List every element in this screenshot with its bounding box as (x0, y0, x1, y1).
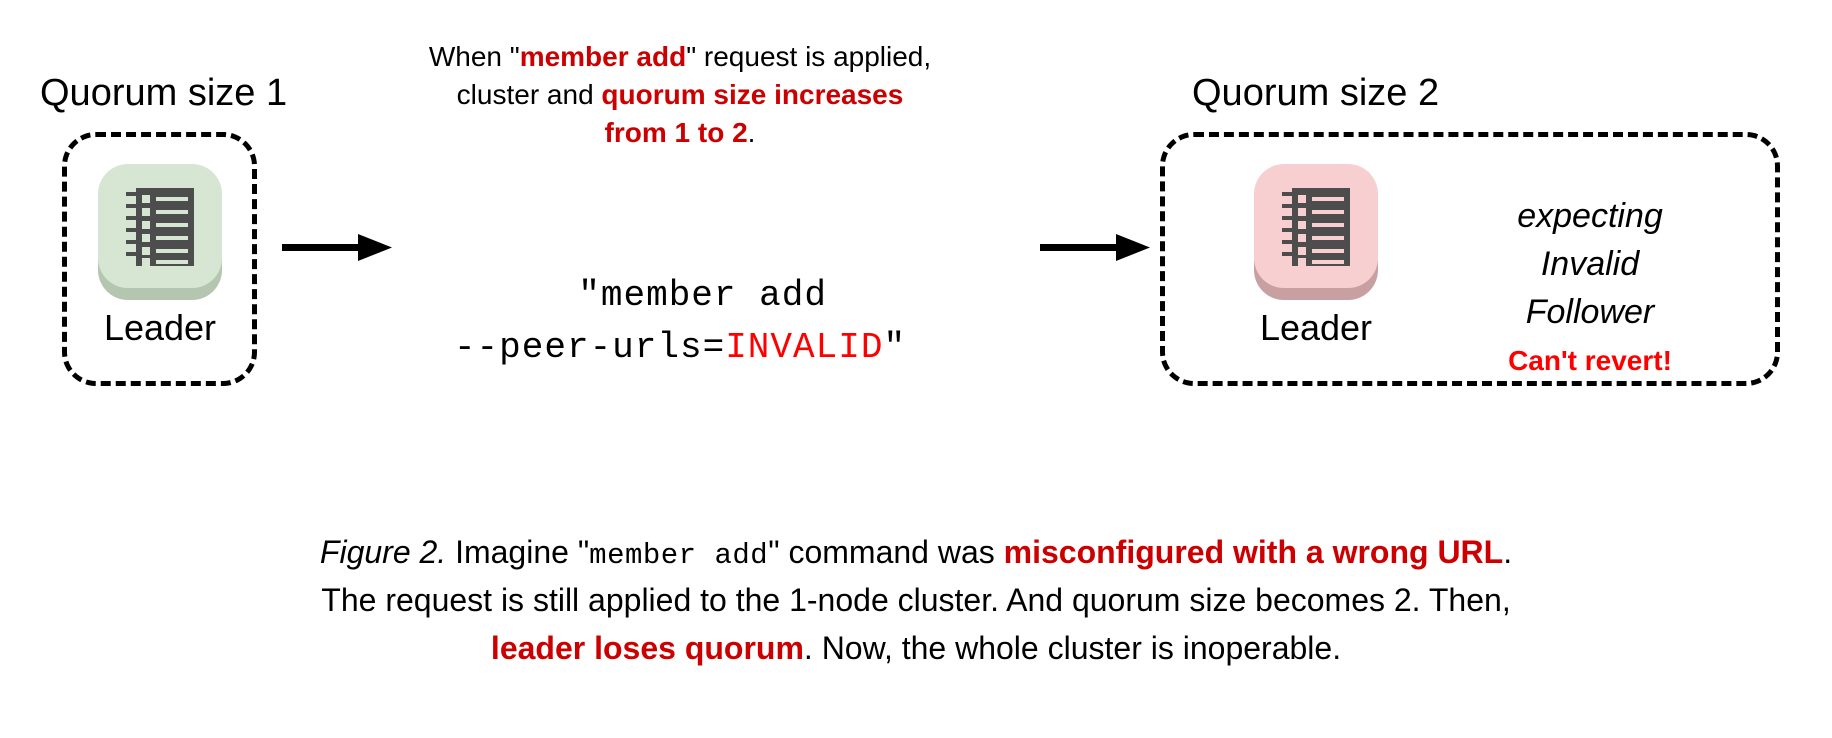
caption-seg-4: . Now, the whole cluster is inoperable. (803, 630, 1342, 666)
figure-label: Figure 2. (319, 534, 447, 570)
caption-strong-misconfigured: misconfigured with a wrong URL (1003, 534, 1504, 570)
expect-line-2: Invalid (1540, 245, 1640, 283)
command-line2-a: --peer-urls= (453, 327, 726, 368)
left-node-label: Leader (103, 307, 217, 348)
cant-revert-warning: Can't revert! (1508, 345, 1672, 376)
annotation-line2-a: cluster and (456, 79, 602, 110)
caption-seg-2: " command was (768, 534, 1004, 570)
expect-line-3: Follower (1525, 293, 1655, 331)
server-rack-glyph-2 (1282, 188, 1350, 266)
figure-caption-line2: The request is still applied to the 1-no… (0, 576, 1832, 624)
arrow-right-icon (282, 228, 394, 273)
right-cluster-heading: Quorum size 2 (1192, 72, 1440, 114)
command-invalid-url: INVALID (725, 327, 884, 368)
figure-caption-line3: leader loses quorum. Now, the whole clus… (0, 624, 1832, 672)
right-cluster-box (1160, 132, 1780, 386)
caption-line-2: The request is still applied to the 1-no… (321, 582, 1511, 618)
command-line2-c: " (883, 327, 907, 368)
right-node-label: Leader (1259, 307, 1373, 348)
figure-caption-line1: Figure 2. Imagine "member add" command w… (0, 528, 1832, 580)
top-annotation: When "member add" request is applied, cl… (390, 38, 970, 152)
annotation-quorum-increase: quorum size increases (601, 79, 904, 110)
left-cluster-box (62, 132, 257, 386)
server-rack-icon-2 (1250, 160, 1382, 306)
arrow-right-icon-2 (1040, 228, 1152, 273)
caption-mono-member-add: member add (589, 539, 769, 572)
annotation-line1-a: When " (428, 41, 520, 72)
expecting-text: expecting Invalid Follower (1440, 192, 1740, 336)
caption-seg-1: Imagine " (446, 534, 590, 570)
annotation-line3-c: . (747, 117, 756, 148)
caption-seg-3: . (1503, 534, 1513, 570)
left-cluster-heading: Quorum size 1 (40, 72, 288, 114)
annotation-member-add: member add (519, 41, 687, 72)
server-rack-glyph (126, 188, 194, 266)
server-rack-icon (94, 160, 226, 306)
command-text: "member add --peer-urls=INVALID" (420, 218, 940, 374)
right-node: Leader (1250, 160, 1382, 348)
left-node: Leader (94, 160, 226, 348)
annotation-from-1-to-2: from 1 to 2 (604, 117, 748, 148)
expect-line-1: expecting (1517, 197, 1663, 235)
command-line1: "member add (578, 275, 827, 316)
annotation-line1-c: " request is applied, (686, 41, 932, 72)
caption-strong-leader-loses-quorum: leader loses quorum (490, 630, 804, 666)
